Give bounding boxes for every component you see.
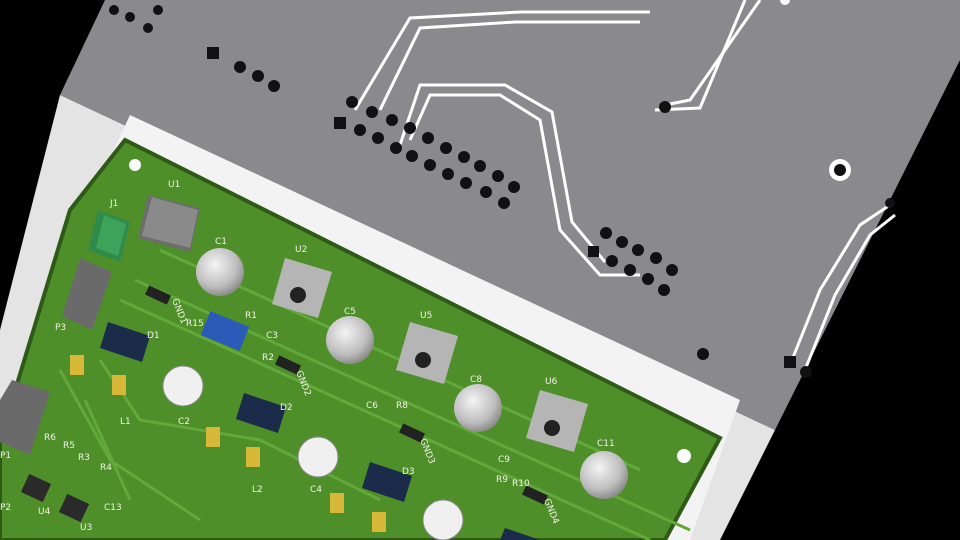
capacitors — [162, 248, 628, 540]
label-r6: R6 — [44, 433, 56, 443]
label-c3: C3 — [266, 331, 278, 341]
label-d2: D2 — [280, 403, 293, 413]
p3-connector — [62, 258, 112, 330]
label-r5: R5 — [63, 441, 75, 451]
backplane-board — [60, 0, 960, 430]
label-c9: C9 — [498, 455, 510, 465]
label-r8: R8 — [396, 401, 408, 411]
gnd-headers — [145, 285, 548, 505]
u1-regulator — [138, 195, 200, 252]
label-r15: R15 — [186, 319, 204, 329]
label-p3: P3 — [55, 323, 66, 333]
label-c2: C2 — [178, 417, 190, 427]
label-p2: P2 — [0, 503, 11, 513]
label-u6: U6 — [545, 377, 558, 387]
backplane-holes — [109, 5, 895, 378]
label-d1: D1 — [147, 331, 160, 341]
label-u1: U1 — [168, 180, 180, 190]
j1-connector — [88, 210, 130, 262]
label-c5: C5 — [344, 307, 356, 317]
label-r1: R1 — [245, 311, 257, 321]
backplane-traces — [353, 0, 896, 371]
label-u4: U4 — [38, 507, 51, 517]
label-c13: C13 — [104, 503, 122, 513]
p1-connector — [0, 380, 50, 455]
label-r4: R4 — [100, 463, 112, 473]
label-u3: U3 — [80, 523, 92, 533]
label-c1: C1 — [215, 237, 227, 247]
label-c4: C4 — [310, 485, 322, 495]
label-r3: R3 — [78, 453, 90, 463]
label-d3: D3 — [402, 467, 415, 477]
label-c8: C8 — [470, 375, 482, 385]
diodes — [100, 322, 540, 540]
small-ics — [20, 473, 90, 523]
r15-trimmer — [200, 311, 250, 351]
regulators — [272, 258, 588, 452]
label-r9: R9 — [496, 475, 508, 485]
mount-hole-center — [834, 164, 846, 176]
label-p1: P1 — [0, 451, 11, 461]
pads — [70, 355, 386, 532]
label-l2: L2 — [252, 485, 263, 495]
label-c11: C11 — [597, 439, 615, 449]
label-u5: U5 — [420, 311, 432, 321]
label-l1: L1 — [120, 417, 131, 427]
label-j1: J1 — [109, 199, 118, 209]
label-r10: R10 — [512, 479, 530, 489]
label-r2: R2 — [262, 353, 274, 363]
label-c6: C6 — [366, 401, 378, 411]
label-u2: U2 — [295, 245, 307, 255]
